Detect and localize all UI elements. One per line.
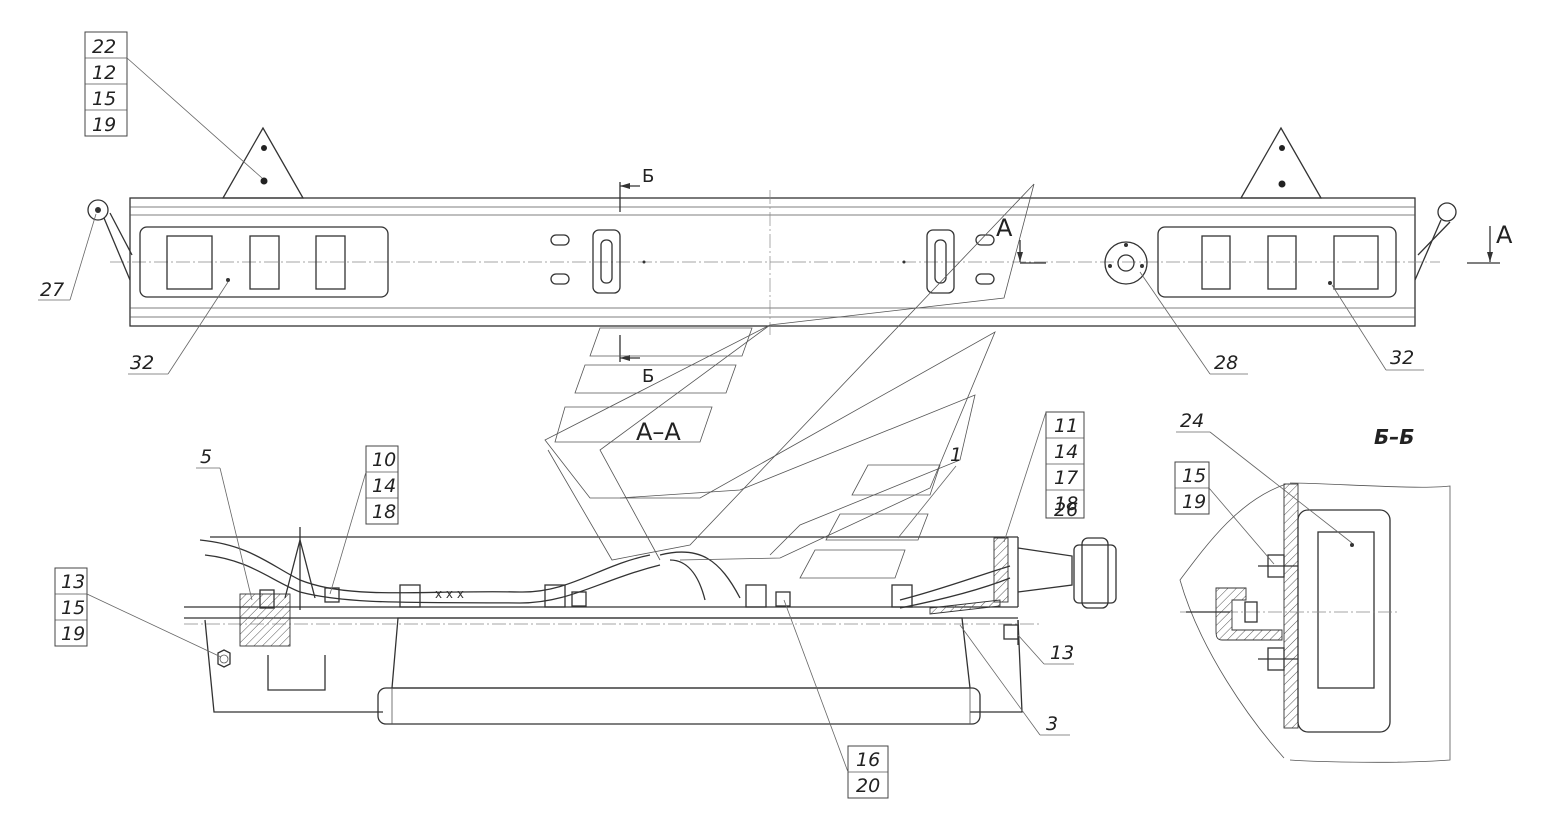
- callout-22-3: 15: [92, 88, 116, 110]
- clamp-block-5: [239, 593, 291, 647]
- section-aa-view: А–А x x x: [54, 183, 1117, 799]
- callout-5: 5: [196, 446, 253, 601]
- lamp-body: [377, 617, 981, 725]
- callout-1: 1: [897, 444, 962, 539]
- callout-15-1: 15: [1182, 465, 1206, 487]
- bb-lamp-body: [1297, 509, 1391, 733]
- warning-triangle-left: [221, 126, 305, 199]
- cut-label-a-right: А: [1496, 221, 1513, 249]
- callout-16-1: 16: [856, 749, 880, 771]
- callout-22: 22 12 15 19: [84, 31, 263, 179]
- callout-13-right: 13: [1017, 634, 1074, 665]
- callout-1-label: 1: [950, 444, 962, 466]
- callout-32-right: 32: [1331, 284, 1424, 371]
- warning-triangle-right: [1239, 126, 1323, 199]
- callout-32-left: 32: [128, 281, 229, 375]
- cable: x x x: [199, 539, 1011, 609]
- section-aa-title: А–А: [636, 418, 681, 446]
- callout-24: 24: [1176, 410, 1353, 544]
- cable-marking: x x x: [435, 587, 464, 601]
- callout-10-2: 14: [372, 475, 396, 497]
- callout-13-left-1: 13: [61, 571, 85, 593]
- nut-13-left: [217, 649, 231, 668]
- section-mark-b: Б Б: [619, 166, 654, 387]
- callout-16: 16 20: [783, 599, 889, 799]
- break-line: [1289, 482, 1451, 763]
- callout-13-left: 13 15 19: [54, 567, 222, 658]
- cut-label-b-bottom: Б: [642, 366, 654, 387]
- callout-3-label: 3: [1046, 713, 1058, 735]
- socket-connector: [1104, 241, 1148, 285]
- cut-label-b-top: Б: [642, 166, 654, 187]
- callout-28-label: 28: [1214, 352, 1238, 374]
- callout-13-left-3: 19: [61, 623, 85, 645]
- bb-wall: [1283, 483, 1299, 729]
- nut-13-right: [1003, 620, 1019, 645]
- callout-11-5: 26: [1054, 499, 1078, 521]
- leader-slanted-lines: [544, 183, 1035, 579]
- right-bracket: [1414, 202, 1457, 281]
- section-bb-view: Б–Б 24 15 19: [1174, 410, 1451, 763]
- callout-5-label: 5: [200, 446, 212, 468]
- callout-22-2: 12: [92, 62, 116, 84]
- bb-bracket: [1215, 587, 1283, 641]
- left-bracket: [87, 199, 133, 281]
- callout-11-1: 11: [1054, 415, 1078, 437]
- callout-22-4: 19: [92, 114, 116, 136]
- top-view: Б Б А А 22 12 15 19: [38, 31, 1513, 387]
- callout-13-right-label: 13: [1050, 642, 1074, 664]
- bb-lens: [1317, 531, 1375, 689]
- callout-15: 15 19: [1174, 461, 1275, 565]
- callout-32-left-label: 32: [130, 352, 154, 374]
- callout-10-3: 18: [372, 501, 396, 523]
- cut-label-a-left: А: [996, 214, 1013, 242]
- callout-3: 3: [959, 624, 1070, 736]
- callout-11-3: 17: [1054, 467, 1078, 489]
- callout-27: 27: [38, 213, 97, 301]
- callout-24-label: 24: [1180, 410, 1204, 432]
- callout-11-2: 14: [1054, 441, 1078, 463]
- callout-11: 11 14 17 18 26: [1003, 411, 1085, 543]
- callout-22-1: 22: [92, 36, 116, 58]
- callout-11-4: 18: [1054, 493, 1078, 515]
- section-mark-a: А А: [996, 214, 1513, 264]
- callout-32-right-label: 32: [1390, 347, 1414, 369]
- lamp-housing-left: [139, 226, 389, 298]
- callout-27-label: 27: [40, 279, 64, 301]
- plug-connector: [929, 537, 1117, 615]
- lamp-housing-right: [1157, 226, 1397, 298]
- mount-slots: [550, 229, 995, 294]
- callout-13-left-2: 15: [61, 597, 85, 619]
- callout-28: 28: [1139, 271, 1248, 375]
- clamp-hook: [267, 655, 326, 691]
- callout-10: 10 14 18: [329, 445, 399, 595]
- callout-16-2: 20: [856, 775, 880, 797]
- callout-10-1: 10: [372, 449, 396, 471]
- section-bb-title: Б–Б: [1374, 425, 1415, 449]
- callout-15-2: 19: [1182, 491, 1206, 513]
